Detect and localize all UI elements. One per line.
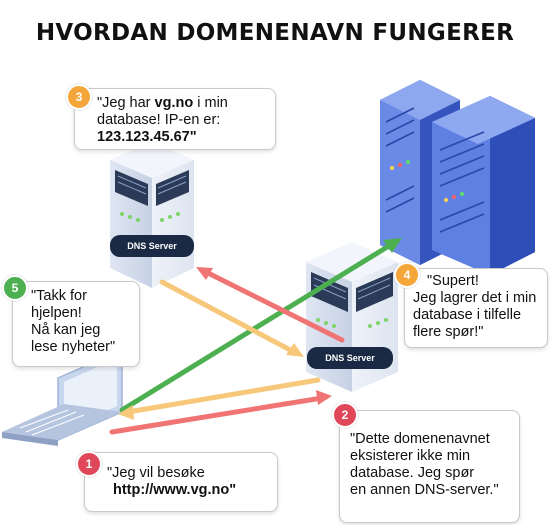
page-title: HVORDAN DOMENENAVN FUNGERER bbox=[35, 20, 515, 46]
speech-bubble-step-1: "Jeg vil besøke http://www.vg.no" bbox=[84, 452, 278, 512]
speech-bubble-step-2: "Dette domenenavnet eksisterer ikke min … bbox=[339, 410, 520, 523]
dns-server-left-label: DNS Server bbox=[110, 235, 194, 257]
laptop-icon bbox=[2, 348, 123, 446]
datacenter-racks-icon bbox=[380, 80, 535, 275]
speech-bubble-step-4: "Supert! Jeg lagrer det i min database i… bbox=[404, 268, 548, 348]
speech-bubble-step-3: "Jeg har vg.no i min database! IP-en er:… bbox=[74, 88, 276, 150]
step-number-4: 4 bbox=[394, 262, 420, 288]
dns-server-right-label: DNS Server bbox=[307, 347, 393, 369]
speech-bubble-step-5: "Takk for hjelpen! Nå kan jeg lese nyhet… bbox=[12, 281, 140, 367]
step-number-5: 5 bbox=[2, 275, 28, 301]
step-number-1: 1 bbox=[76, 451, 102, 477]
dns-server-left-icon bbox=[110, 142, 194, 288]
dns-server-right-icon bbox=[306, 242, 398, 392]
step-number-3: 3 bbox=[66, 84, 92, 110]
flow-arrows bbox=[109, 238, 402, 435]
step-number-2: 2 bbox=[332, 402, 358, 428]
